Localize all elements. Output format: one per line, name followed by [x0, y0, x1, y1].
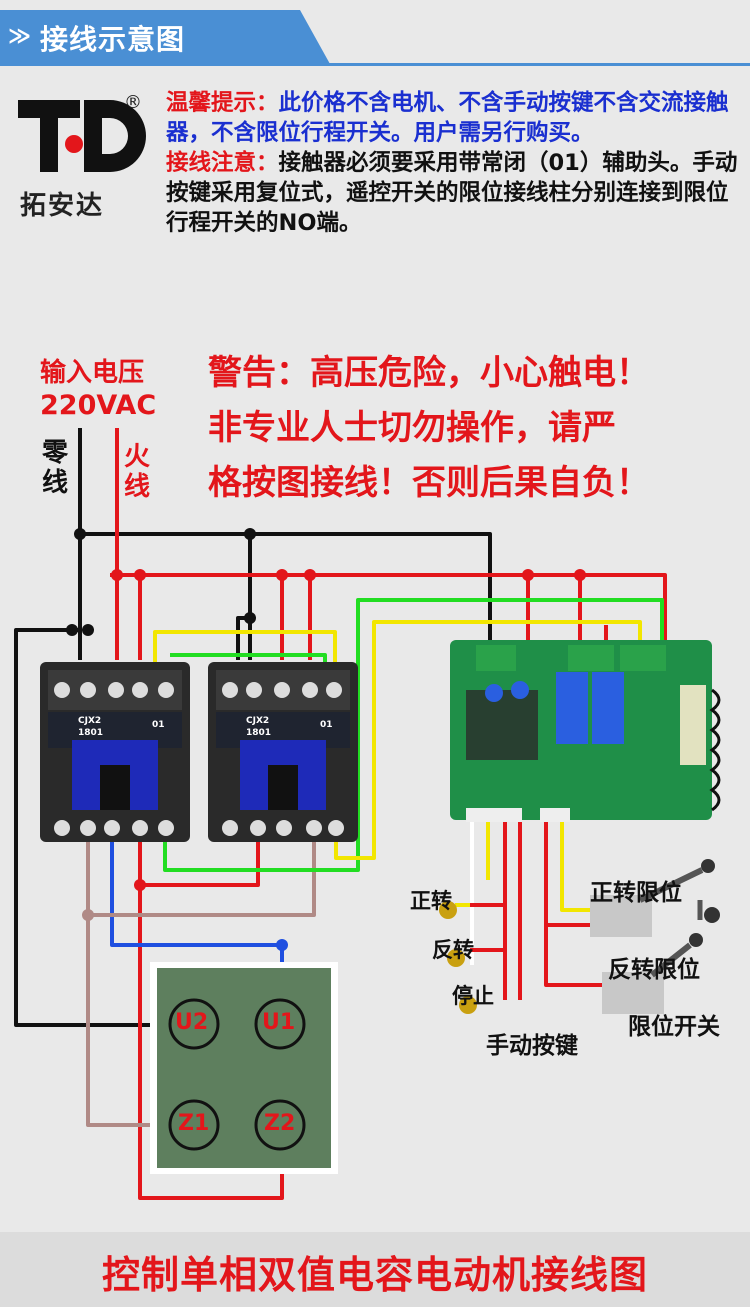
- note-text: 接触器必须要采用带常闭（01）辅助头。手动按键采用复位式，遥控开关的限位接线柱分…: [166, 150, 738, 236]
- wire-button-red: [470, 822, 522, 1000]
- neutral-label: 零线: [42, 438, 69, 498]
- registered-mark: ®: [124, 92, 142, 113]
- input-voltage-label: 输入电压: [40, 358, 145, 388]
- terminal-z2-label: Z2: [264, 1111, 296, 1136]
- receiver-board: [450, 640, 721, 822]
- tip-label: 温馨提示：: [166, 90, 279, 116]
- contactor-1-code: 1801: [78, 728, 104, 738]
- button-forward-label: 正转: [410, 889, 452, 913]
- contactor-1-model: CJX2: [78, 716, 102, 726]
- brand-logo: [18, 100, 146, 172]
- wire-live: [110, 428, 667, 660]
- input-voltage-value: 220VAC: [40, 390, 157, 421]
- terminal-z2: [254, 1099, 306, 1151]
- tip-text: 此价格不含电机、不含手动按键不含交流接触器，不含限位行程开关。用户需另行购买。: [166, 90, 729, 146]
- page-title: 接线示意图: [40, 23, 186, 56]
- footer-title: 控制单相双值电容电动机接线图: [101, 1253, 648, 1297]
- wire-limit-yellow: [560, 822, 600, 912]
- footer-bar: [0, 1232, 750, 1307]
- junction-dots: [66, 528, 586, 951]
- terminal-u1-label: U1: [262, 1010, 296, 1035]
- terminal-u1: [254, 998, 306, 1050]
- contactor-2-model: CJX2: [246, 716, 270, 726]
- terminal-u2-label: U2: [175, 1010, 209, 1035]
- live-label: 火线: [124, 442, 151, 502]
- note-label: 接线注意：: [166, 150, 279, 176]
- terminal-z1: [168, 1099, 220, 1151]
- contactor-1-aux: 01: [152, 720, 165, 730]
- header-underline: [0, 63, 750, 66]
- brand-name: 拓安达: [20, 191, 105, 221]
- contactor-2-code: 1801: [246, 728, 272, 738]
- double-chevron-icon: ≫: [8, 24, 32, 49]
- header: ≫ 接线示意图: [0, 0, 750, 68]
- wire-neutral: [14, 428, 492, 1027]
- notice-block: 温馨提示：此价格不含电机、不含手动按键不含交流接触器，不含限位行程开关。用户需另…: [166, 88, 742, 238]
- warning-line-3: 格按图接线！否则后果自负！: [208, 463, 650, 503]
- terminal-u2: [168, 998, 220, 1050]
- limit-reverse-label: 反转限位: [608, 957, 700, 983]
- push-buttons: [439, 901, 477, 1014]
- contactor-2: [208, 662, 358, 842]
- button-stop-label: 停止: [452, 984, 494, 1008]
- wire-brown: [86, 840, 316, 1127]
- warning-block: 警告：高压危险，小心触电！ 非专业人士切勿操作，请严 格按图接线！否则后果自负！: [208, 346, 748, 511]
- button-reverse-label: 反转: [432, 938, 474, 962]
- contactor-1: [40, 662, 190, 842]
- warning-line-2: 非专业人士切勿操作，请严: [208, 408, 616, 448]
- terminal-z1-label: Z1: [178, 1111, 210, 1136]
- manual-buttons-label: 手动按键: [486, 1033, 578, 1059]
- limit-switch-forward: [590, 859, 720, 937]
- contactor-2-aux: 01: [320, 720, 333, 730]
- warning-line-1: 警告：高压危险，小心触电！: [208, 353, 650, 393]
- header-bar: [0, 10, 330, 64]
- limit-switch-label: 限位开关: [628, 1014, 720, 1040]
- limit-forward-label: 正转限位: [590, 880, 682, 906]
- limit-switch-reverse: [602, 933, 703, 1014]
